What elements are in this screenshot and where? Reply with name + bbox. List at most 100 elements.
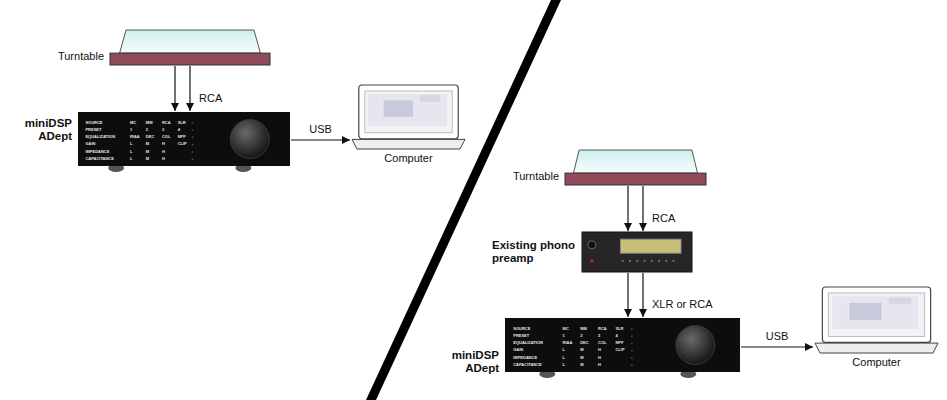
panel-label-holder: CLIP <box>178 142 187 146</box>
panel-label-holder: H <box>598 363 601 367</box>
panel-label: M <box>580 348 583 352</box>
device-body <box>505 318 740 372</box>
laptop-drawing <box>352 85 465 149</box>
panel-label-holder: 3 <box>598 334 600 338</box>
panel-label: 2 <box>146 128 148 132</box>
node-label-holder: miniDSP ADept <box>10 117 72 143</box>
panel-label: M <box>146 150 149 154</box>
node-label: Existing phono preamp <box>492 239 576 265</box>
panel-label-holder: COL <box>598 341 606 345</box>
panel-label: CAPACITANCE <box>85 157 114 161</box>
panel-label-holder: SOURCE <box>85 121 102 125</box>
status-led <box>192 144 194 146</box>
screen-window <box>832 296 918 329</box>
panel-label-holder: H <box>598 348 601 352</box>
edge-label-holder: USB <box>765 330 790 342</box>
panel-label-holder: COL <box>162 135 170 139</box>
status-led <box>192 151 194 153</box>
panel-label: CLIP <box>615 348 624 352</box>
preamp-display <box>621 239 682 253</box>
panel-label: GAIN <box>85 142 95 146</box>
node-label: miniDSP ADept <box>10 117 72 143</box>
laptop-screen <box>822 287 930 342</box>
screen-window <box>849 303 881 320</box>
panel-label-holder: MC <box>563 327 569 331</box>
panel-label: DEC <box>580 341 588 345</box>
edge-label-holder: USB <box>308 123 333 135</box>
panel-label: IMPEDANCE <box>513 356 537 360</box>
signal-arrow <box>642 186 643 231</box>
panel-label-holder: RCA <box>162 121 171 125</box>
panel-label: EQUALIZATION <box>85 135 115 139</box>
preamp-button <box>665 260 667 262</box>
panel-label-holder: MM <box>580 327 587 331</box>
panel-label: CAPACITANCE <box>513 363 542 367</box>
panel-label: XLR <box>615 327 623 331</box>
panel-label: SOURCE <box>85 121 102 125</box>
preamp-button <box>643 260 645 262</box>
panel-label-holder: L <box>130 150 132 154</box>
panel-label: RCA <box>598 327 607 331</box>
panel-label-holder: PRESET <box>85 128 101 132</box>
turntable-lid <box>573 150 697 173</box>
preamp-button <box>672 260 674 262</box>
panel-label: COL <box>598 341 606 345</box>
device-node: miniDSP ADeptSOURCEMCMMRCAXLRPRESET1234E… <box>78 112 290 172</box>
preamp-button <box>636 260 638 262</box>
status-led <box>631 335 633 337</box>
device-node: miniDSP ADeptSOURCEMCMMRCAXLRPRESET1234E… <box>505 318 740 378</box>
panel-label: M <box>146 157 149 161</box>
panel-label-holder: 4 <box>178 128 180 132</box>
panel-label-holder: XLR <box>615 327 623 331</box>
status-led <box>631 364 633 366</box>
preamp-body <box>582 232 692 272</box>
node-label: Turntable <box>58 50 104 63</box>
volume-knob <box>230 120 269 159</box>
panel-label-holder: RCA <box>598 327 607 331</box>
edge-label-holder: RCA <box>651 212 676 224</box>
laptop-display <box>365 91 452 133</box>
panel-label-holder: IMPEDANCE <box>85 150 109 154</box>
panel-label: SOURCE <box>513 327 530 331</box>
node-label-holder: Existing phono preamp <box>492 239 576 265</box>
preamp-button <box>658 260 660 262</box>
panel-label: M <box>580 356 583 360</box>
status-led <box>631 328 633 330</box>
panel-label: 4 <box>615 334 617 338</box>
panel-label-holder: H <box>162 142 165 146</box>
node-label: Computer <box>384 152 432 165</box>
node-label-holder: Turntable <box>513 170 559 183</box>
panel-label-holder: M <box>580 363 583 367</box>
turntable-drawing <box>110 30 270 65</box>
panel-label: 1 <box>563 334 565 338</box>
panel-label-holder: EQUALIZATION <box>513 341 543 345</box>
panel-label-holder: M <box>146 150 149 154</box>
panel-label: XLR <box>178 121 186 125</box>
panel-label: IMPEDANCE <box>85 150 109 154</box>
node-label-holder: Computer <box>852 356 900 369</box>
panel-label-holder: M <box>580 356 583 360</box>
node-label: miniDSP ADept <box>437 349 499 375</box>
panel-label-holder: MC <box>130 121 136 125</box>
panel-label: NPF <box>178 135 186 139</box>
panel-label-holder: L <box>130 157 132 161</box>
panel-label: L <box>563 356 565 360</box>
screen-window <box>368 94 447 126</box>
preamp-knob <box>588 241 596 249</box>
status-led <box>631 350 633 352</box>
laptop-display <box>828 293 924 336</box>
panel-label-holder: CLIP <box>615 348 624 352</box>
edge-label: RCA <box>198 92 223 104</box>
panel-label: RIAA <box>130 135 140 139</box>
panel-label-holder: GAIN <box>85 142 95 146</box>
panel-label: H <box>598 348 601 352</box>
panel-label-holder: 3 <box>162 128 164 132</box>
signal-arrow <box>642 273 643 317</box>
node-label: Computer <box>852 356 900 369</box>
panel-label: COL <box>162 135 170 139</box>
turntable-base <box>565 173 706 185</box>
status-led <box>631 342 633 344</box>
panel-label: 2 <box>580 334 582 338</box>
turntable-lid <box>120 30 261 53</box>
laptop-node: Computer <box>352 85 465 149</box>
